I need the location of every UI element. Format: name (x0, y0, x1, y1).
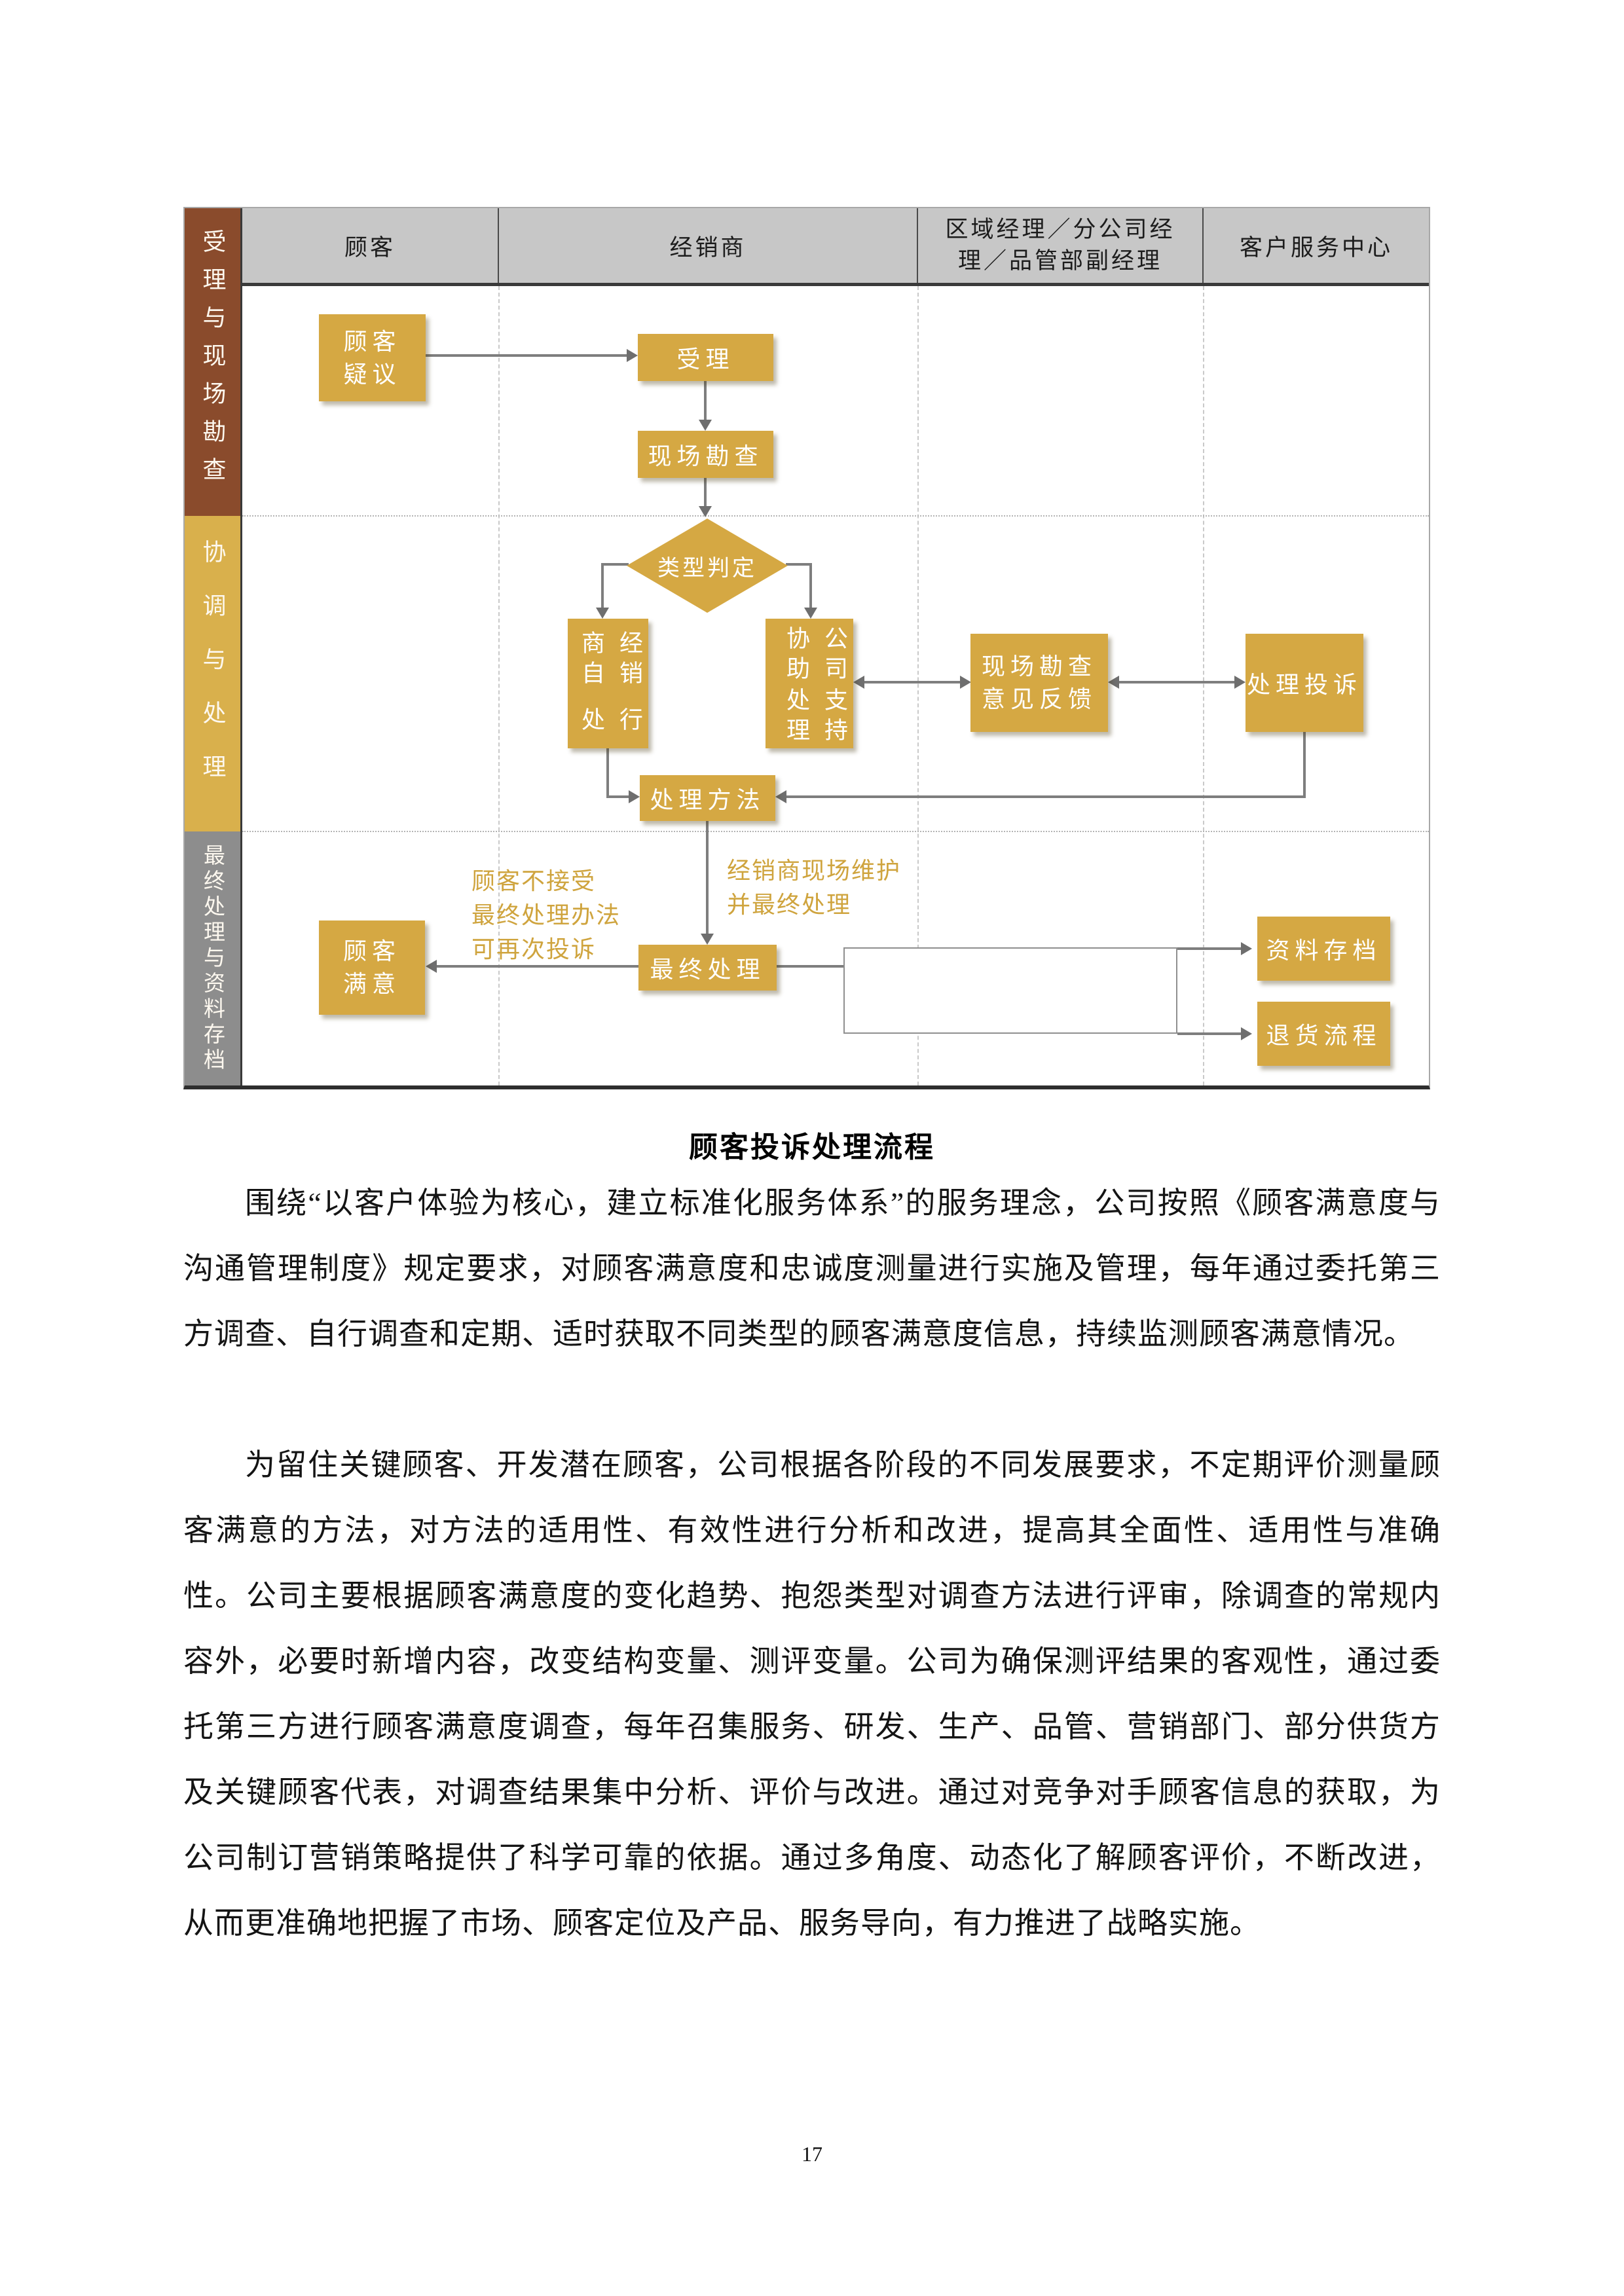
box-dealer-self-handle: 经销商自 行处理 (540, 619, 648, 748)
annotation-line: 经销商现场维护 (727, 857, 902, 884)
header-service-center: 客户服务中心 (1204, 208, 1429, 283)
arrowhead (627, 349, 638, 362)
box-label-line: 意见反馈 (981, 685, 1097, 712)
arrowhead (775, 790, 786, 803)
header-label-line1: 区域经理／分公司经 (945, 217, 1175, 242)
connector (706, 821, 709, 935)
body-paragraph-1: 围绕“以客户体验为核心，建立标准化服务体系”的服务理念，公司按照《顾客满意度与沟… (183, 1186, 1441, 1351)
box-site-survey: 现场勘查 (638, 431, 773, 478)
box-archive: 资料存档 (1257, 917, 1390, 981)
connector (606, 742, 609, 798)
lane-label: 最终处理与资料存档 (200, 843, 225, 1074)
connector (786, 563, 812, 566)
arrowhead (804, 608, 817, 619)
header-dealer: 经销商 (499, 208, 918, 283)
header-customer: 顾客 (242, 208, 499, 283)
connector (601, 563, 604, 609)
arrowhead (699, 420, 712, 431)
connector (426, 354, 627, 357)
box-label-col: 经销商自 (578, 630, 643, 691)
decision-type-judgment: 类型判定 (627, 519, 788, 613)
box-label-line: 满意 (342, 970, 401, 997)
box-customer-satisfied: 顾客 满意 (319, 920, 425, 1015)
connector (704, 381, 707, 420)
box-label: 资料存档 (1266, 937, 1382, 964)
lane-final-archive: 最终处理与资料存档 (185, 831, 242, 1085)
header-regional-manager: 区域经理／分公司经 理／品管部副经理 (918, 208, 1204, 283)
annotation-customer-reject: 顾客不接受 最终处理办法 可再次投诉 (471, 864, 621, 966)
column-divider (498, 286, 500, 1085)
lane-label: 协调与处理 (199, 539, 227, 808)
box-company-assist: 公司协助 支持处理 (766, 619, 853, 748)
annotation-dealer-maintain: 经销商现场维护 并最终处理 (727, 854, 901, 922)
section-divider (242, 831, 1429, 832)
arrowhead (629, 790, 640, 803)
box-return-process: 退货流程 (1257, 1002, 1390, 1066)
arrowhead (426, 960, 437, 973)
lane-acceptance-survey: 受理与现场勘查 (185, 208, 242, 516)
column-divider (1203, 286, 1204, 1085)
annotation-line: 并最终处理 (727, 891, 852, 918)
connector (1177, 947, 1243, 950)
box-label-line: 顾客 (342, 938, 401, 964)
box-label-line: 顾客 (343, 327, 401, 355)
connector (777, 965, 845, 968)
arrowhead (1108, 676, 1119, 689)
annotation-line: 最终处理办法 (471, 902, 621, 928)
box-label-col: 支持处理 (783, 687, 848, 748)
header-label-line2: 理／品管部副经理 (957, 248, 1162, 274)
complaint-flowchart: 受理与现场勘查 协调与处理 最终处理与资料存档 顾客 经销商 区域经理／分公司经… (183, 207, 1430, 1089)
arrowhead (1234, 676, 1246, 689)
connector (437, 965, 638, 968)
connector (1303, 732, 1306, 798)
connector (606, 795, 630, 798)
box-customer-objection: 顾客 疑议 (319, 314, 426, 401)
header-label: 客户服务中心 (1239, 234, 1393, 261)
connector (809, 563, 812, 609)
arrowhead (1241, 942, 1252, 955)
connector (602, 563, 629, 566)
arrowhead (701, 934, 714, 945)
lane-coordination-handling: 协调与处理 (185, 516, 242, 831)
box-accept: 受理 (638, 334, 773, 381)
box-label-col: 公司协助 (783, 626, 848, 686)
box-label: 处理投诉 (1246, 671, 1362, 698)
box-label: 受理 (676, 346, 735, 373)
arrowhead (853, 676, 864, 689)
box-label-col: 行处理 (540, 706, 643, 737)
arrowhead (596, 608, 609, 619)
connector (786, 795, 1306, 798)
header-label: 经销商 (669, 234, 747, 261)
body-paragraph-2: 为留住关键顾客、开发潜在顾客，公司根据各阶段的不同发展要求，不定期评价测量顾客满… (183, 1448, 1441, 1940)
annotation-line: 可再次投诉 (471, 936, 597, 962)
lane-label: 受理与现场勘查 (199, 229, 227, 495)
column-divider (917, 286, 919, 1085)
connector (704, 478, 707, 507)
section-divider (242, 515, 1429, 517)
header-label: 顾客 (344, 234, 396, 261)
annotation-line: 顾客不接受 (471, 867, 597, 894)
junction-box (843, 947, 1177, 1034)
box-final-handling: 最终处理 (638, 945, 777, 991)
figure-caption: 顾客投诉处理流程 (689, 1131, 935, 1163)
arrowhead (1241, 1027, 1252, 1040)
connector (1118, 681, 1236, 683)
box-label-line: 现场勘查 (981, 653, 1097, 680)
page-number: 17 (802, 2142, 822, 2166)
box-handling-method: 处理方法 (640, 775, 775, 821)
box-survey-feedback: 现场勘查 意见反馈 (970, 634, 1108, 732)
connector (1177, 1032, 1243, 1035)
arrowhead (960, 676, 971, 689)
box-label-line: 疑议 (343, 360, 401, 388)
box-label: 处理方法 (650, 786, 766, 813)
box-label: 最终处理 (650, 956, 766, 983)
decision-label: 类型判定 (657, 555, 757, 581)
swimlane-header: 顾客 经销商 区域经理／分公司经 理／品管部副经理 客户服务中心 (242, 208, 1429, 286)
arrowhead (699, 506, 712, 517)
box-handle-complaint: 处理投诉 (1246, 634, 1363, 732)
connector (863, 681, 961, 683)
box-label: 现场勘查 (648, 443, 764, 469)
box-label: 退货流程 (1266, 1022, 1382, 1049)
